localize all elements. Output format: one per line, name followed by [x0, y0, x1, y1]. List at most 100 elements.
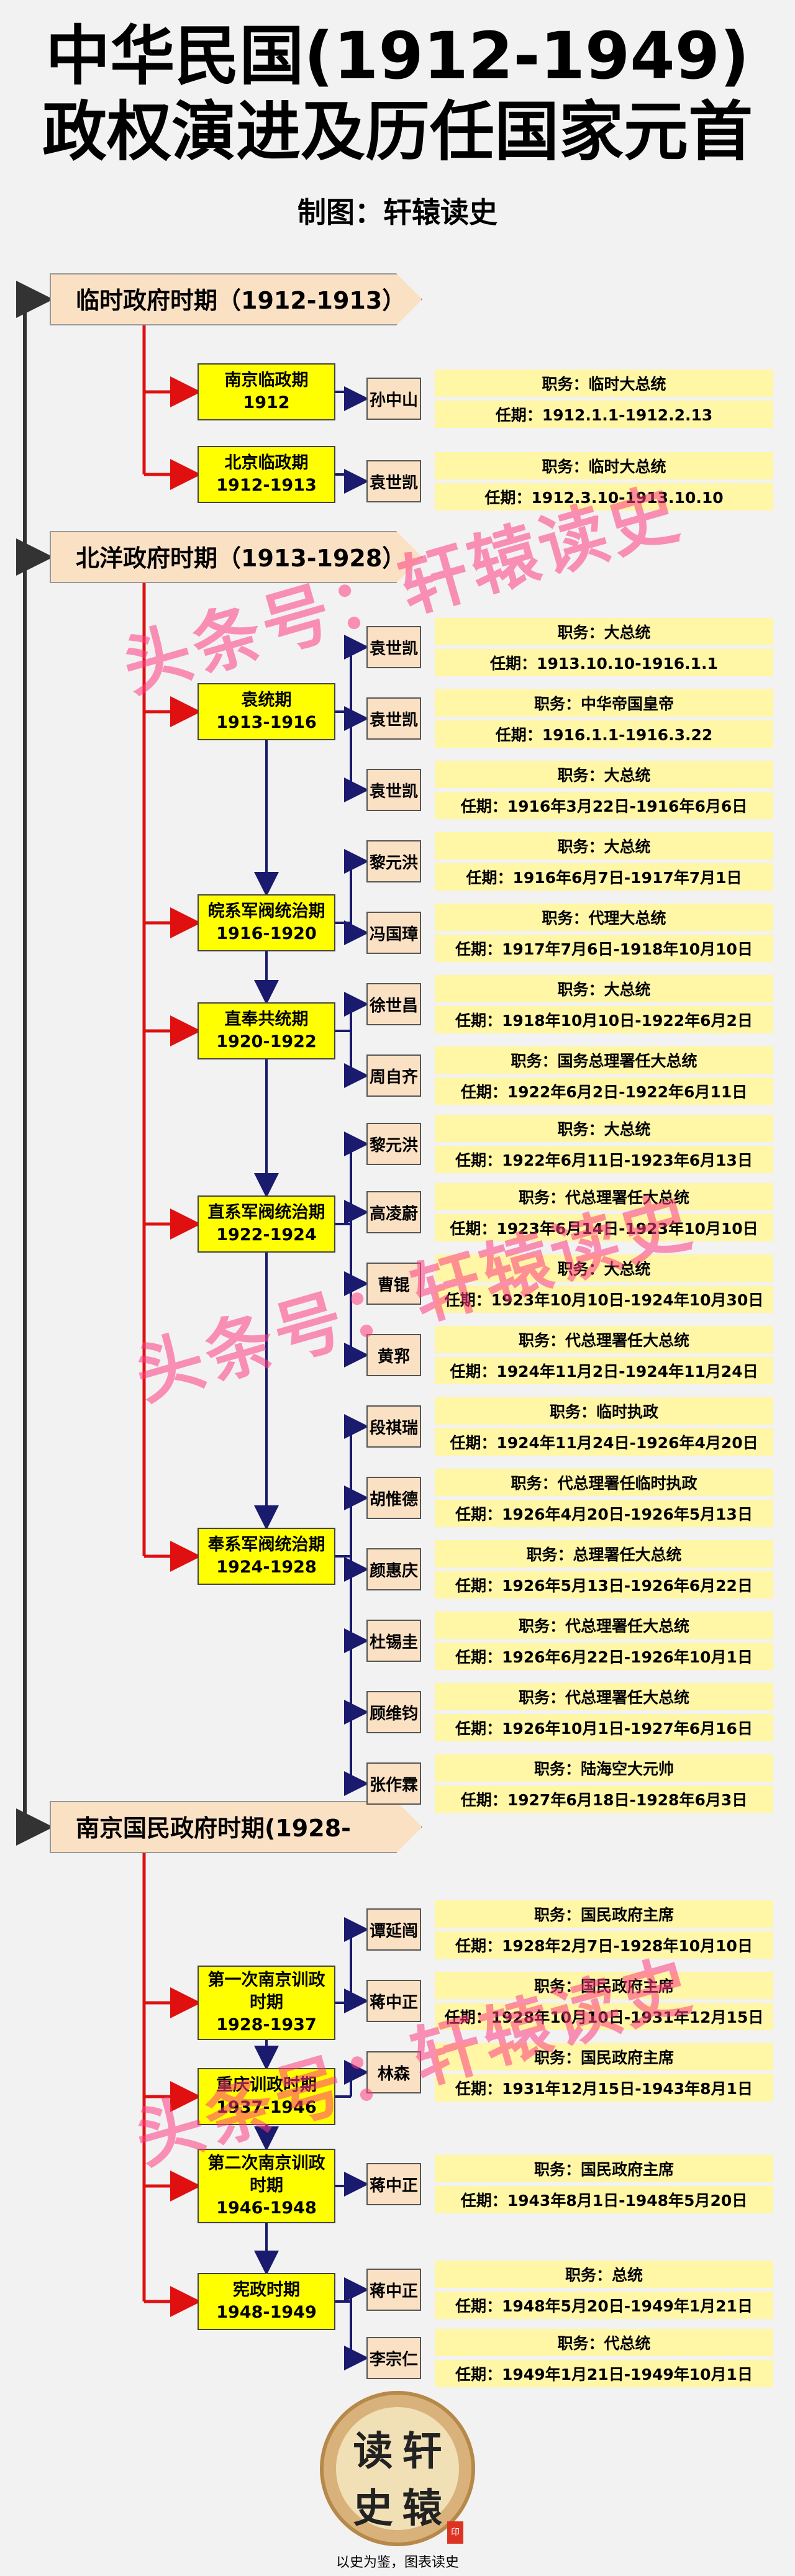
phase-line: 1922-1924 — [216, 1225, 317, 1245]
tenure-info: 职务：代总理署任大总统任期：1926年10月1日-1927年6月16日 — [435, 1683, 773, 1741]
phase-line: 直奉共统期 — [224, 1010, 309, 1029]
office-text: 职务：大总统 — [435, 761, 773, 788]
person-name: 段祺瑞 — [366, 1405, 421, 1448]
phase-line: 时期 — [250, 2176, 283, 2195]
phase-line: 重庆训政时期 — [216, 2075, 317, 2095]
seal-char: 史 — [353, 2485, 393, 2532]
phase-line: 1937-1946 — [216, 2098, 317, 2117]
phase-line: 直系军阀统治期 — [207, 1203, 325, 1222]
tenure-info: 职务：国民政府主席任期：1928年10月10日-1931年12月15日 — [435, 1972, 773, 2030]
phase-line: 1946-1948 — [216, 2198, 317, 2218]
office-text: 职务：国民政府主席 — [435, 1900, 773, 1928]
office-text: 职务：国民政府主席 — [435, 2043, 773, 2070]
tenure-info: 职务：中华帝国皇帝任期：1916.1.1-1916.3.22 — [435, 689, 773, 748]
phase-box: 南京临政期 1912 — [198, 363, 335, 420]
tenure-info: 职务：国民政府主席任期：1943年8月1日-1948年5月20日 — [435, 2155, 773, 2213]
term-text: 任期：1923年10月10日-1924年10月30日 — [435, 1286, 773, 1313]
term-text: 任期：1928年10月10日-1931年12月15日 — [435, 2003, 773, 2030]
term-text: 任期：1912.1.1-1912.2.13 — [435, 401, 773, 428]
tenure-info: 职务：临时大总统任期：1912.1.1-1912.2.13 — [435, 370, 773, 428]
person-name: 高凌蔚 — [366, 1191, 421, 1233]
person-name: 蒋中正 — [366, 2163, 421, 2205]
office-text: 职务：临时执政 — [435, 1397, 773, 1425]
term-text: 任期：1916年6月7日-1917年7月1日 — [435, 863, 773, 891]
person-name: 周自齐 — [366, 1054, 421, 1097]
tenure-info: 职务：临时执政任期：1924年11月24日-1926年4月20日 — [435, 1397, 773, 1456]
tenure-info: 职务：总统任期：1948年5月20日-1949年1月21日 — [435, 2261, 773, 2319]
office-text: 职务：代总理署任临时执政 — [435, 1469, 773, 1496]
tenure-info: 职务：代总理署任临时执政任期：1926年4月20日-1926年5月13日 — [435, 1469, 773, 1527]
person-name: 徐世昌 — [366, 983, 421, 1025]
person-name: 袁世凯 — [366, 769, 421, 811]
person-name: 黎元洪 — [366, 1123, 421, 1165]
office-text: 职务：临时大总统 — [435, 452, 773, 479]
term-text: 任期：1948年5月20日-1949年1月21日 — [435, 2292, 773, 2319]
term-text: 任期：1928年2月7日-1928年10月10日 — [435, 1931, 773, 1959]
phase-box: 北京临政期 1912-1913 — [198, 446, 335, 503]
office-text: 职务：国民政府主席 — [435, 1972, 773, 1999]
term-text: 任期：1924年11月24日-1926年4月20日 — [435, 1428, 773, 1456]
person-name: 袁世凯 — [366, 626, 421, 668]
phase-line: 1912-1913 — [216, 476, 317, 495]
term-text: 任期：1943年8月1日-1948年5月20日 — [435, 2186, 773, 2213]
tenure-info: 职务：临时大总统任期：1912.3.10-1913.10.10 — [435, 452, 773, 510]
term-text: 任期：1916年3月22日-1916年6月6日 — [435, 792, 773, 819]
phase-line: 1920-1922 — [216, 1032, 317, 1051]
office-text: 职务：中华帝国皇帝 — [435, 689, 773, 717]
phase-box: 直系军阀统治期 1922-1924 — [198, 1195, 335, 1253]
person-name: 胡惟德 — [366, 1477, 421, 1519]
phase-line: 1948-1949 — [216, 2303, 317, 2322]
phase-line: 1924-1928 — [216, 1558, 317, 1577]
phase-line: 1912 — [243, 393, 290, 412]
term-text: 任期：1926年10月1日-1927年6月16日 — [435, 1714, 773, 1741]
seal-char: 辕 — [402, 2485, 442, 2532]
slogan: 以史为鉴，图表读史 — [335, 2555, 459, 2570]
tenure-info: 职务：代总理署任大总统任期：1926年6月22日-1926年10月1日 — [435, 1612, 773, 1670]
person-name: 颜惠庆 — [366, 1548, 421, 1590]
office-text: 职务：总统 — [435, 2261, 773, 2288]
office-text: 职务：代总理署任大总统 — [435, 1612, 773, 1639]
phase-line: 北京临政期 — [224, 453, 309, 473]
tenure-info: 职务：国民政府主席任期：1928年2月7日-1928年10月10日 — [435, 1900, 773, 1959]
tenure-info: 职务：总理署任大总统任期：1926年5月13日-1926年6月22日 — [435, 1540, 773, 1599]
office-text: 职务：国务总理署任大总统 — [435, 1046, 773, 1074]
term-text: 任期：1918年10月10日-1922年6月2日 — [435, 1006, 773, 1033]
title-line-1: 中华民国(1912-1949) — [45, 18, 750, 94]
red-stamp: 印 — [447, 2521, 463, 2544]
tenure-info: 职务：国民政府主席任期：1931年12月15日-1943年8月1日 — [435, 2043, 773, 2102]
term-text: 任期：1922年6月2日-1922年6月11日 — [435, 1077, 773, 1105]
person-name: 袁世凯 — [366, 460, 421, 502]
term-text: 任期：1926年6月22日-1926年10月1日 — [435, 1643, 773, 1670]
tenure-info: 职务：国务总理署任大总统任期：1922年6月2日-1922年6月11日 — [435, 1046, 773, 1105]
term-text: 任期：1926年4月20日-1926年5月13日 — [435, 1500, 773, 1527]
seal-char: 读 — [353, 2428, 393, 2475]
tenure-info: 职务：大总统任期：1918年10月10日-1922年6月2日 — [435, 975, 773, 1033]
office-text: 职务：代总理署任大总统 — [435, 1183, 773, 1210]
office-text: 职务：大总统 — [435, 1115, 773, 1142]
person-name: 蒋中正 — [366, 2269, 421, 2311]
person-name: 曹锟 — [366, 1263, 421, 1305]
person-name: 谭延闿 — [366, 1908, 421, 1951]
term-text: 任期：1913.10.10-1916.1.1 — [435, 649, 773, 676]
phase-line: 袁统期 — [241, 691, 292, 710]
phase-line: 宪政时期 — [233, 2280, 300, 2300]
office-text: 职务：代总理署任大总统 — [435, 1683, 773, 1710]
period-nanjing-national: 南京国民政府时期(1928-1949) — [50, 1801, 422, 1853]
office-text: 职务：大总统 — [435, 975, 773, 1002]
office-text: 职务：代总理署任大总统 — [435, 1326, 773, 1353]
term-text: 任期：1922年6月11日-1923年6月13日 — [435, 1146, 773, 1173]
phase-line: 时期 — [250, 1993, 283, 2012]
office-text: 职务：代理大总统 — [435, 904, 773, 931]
phase-line: 1916-1920 — [216, 924, 317, 943]
period-provisional: 临时政府时期（1912-1913） — [50, 273, 422, 325]
phase-line: 南京临政期 — [224, 371, 309, 390]
tenure-info: 职务：大总统任期：1916年3月22日-1916年6月6日 — [435, 761, 773, 819]
tenure-info: 职务：大总统任期：1913.10.10-1916.1.1 — [435, 618, 773, 676]
term-text: 任期：1949年1月21日-1949年10月1日 — [435, 2360, 773, 2387]
office-text: 职务：代总统 — [435, 2329, 773, 2356]
person-name: 黄郛 — [366, 1334, 421, 1376]
